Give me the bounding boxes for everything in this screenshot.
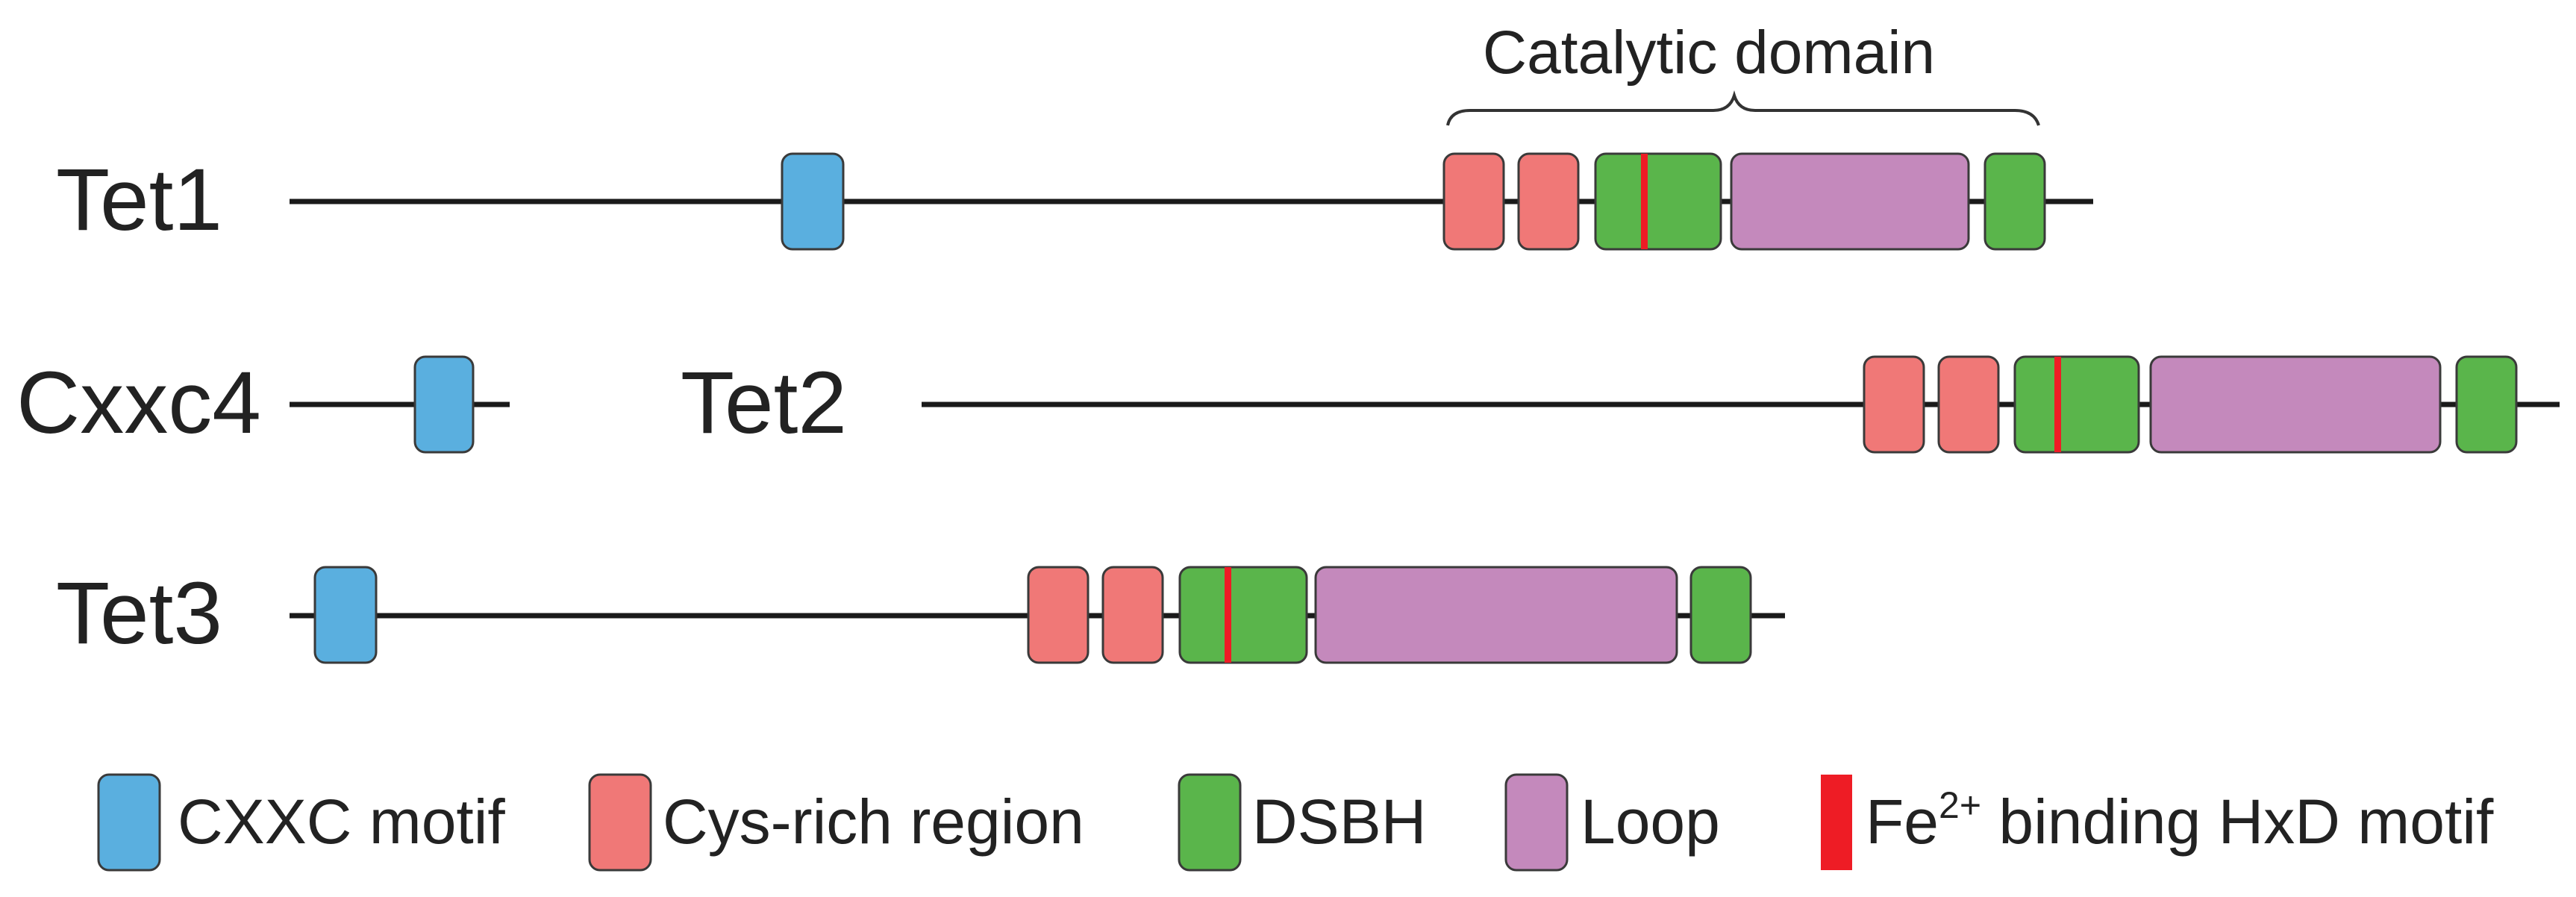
legend: CXXC motif Cys-rich region DSBH Loop Fe2… [97, 773, 2494, 872]
fe-binding-motif [1641, 154, 1648, 249]
dsbh-domain [1594, 152, 1722, 251]
legend-item-cys: Cys-rich region [588, 773, 1084, 872]
dsbh-domain [2455, 355, 2518, 454]
legend-swatch [588, 773, 652, 872]
fe-motif-text: binding HxD motif [1981, 787, 2494, 857]
legend-swatch [1504, 773, 1569, 872]
loop-domain [2149, 355, 2442, 454]
legend-label: DSBH [1252, 787, 1426, 857]
dsbh-domain [1178, 566, 1308, 664]
fe-binding-motif [1225, 567, 1231, 663]
dsbh-domain [2013, 355, 2140, 454]
legend-label: Fe2+ binding HxD motif [1866, 784, 2494, 857]
legend-swatch [1821, 775, 1852, 870]
catalytic-domain-label: Catalytic domain [1483, 19, 1935, 87]
dsbh-domain [1689, 566, 1752, 664]
loop-domain [1314, 566, 1678, 664]
protein-row-tet1: Tet1 [56, 151, 2093, 251]
cys-rich-domain [1027, 566, 1090, 664]
cys-rich-domain [1517, 152, 1580, 251]
legend-label: Loop [1581, 787, 1720, 857]
legend-label: Cys-rich region [663, 787, 1084, 857]
protein-row-cxxc4: Cxxc4 [16, 354, 510, 454]
cxxc-motif-domain [781, 152, 845, 251]
loop-domain [1730, 152, 1970, 251]
protein-label-cxxc4: Cxxc4 [16, 354, 261, 452]
cxxc-motif-domain [313, 566, 378, 664]
legend-item-loop: Loop [1504, 773, 1720, 872]
legend-swatch [1178, 773, 1242, 872]
fe-binding-motif [2054, 357, 2061, 452]
protein-row-tet3: Tet3 [56, 564, 1785, 664]
cxxc-motif-domain [413, 355, 475, 454]
protein-label-tet3: Tet3 [56, 564, 222, 663]
catalytic-domain-bracket: Catalytic domain [1446, 19, 2040, 126]
dsbh-domain [1983, 152, 2046, 251]
cys-rich-domain [1937, 355, 2000, 454]
protein-label-tet1: Tet1 [56, 151, 222, 249]
legend-item-fe: Fe2+ binding HxD motif [1821, 775, 2494, 870]
bracket-line [1446, 90, 2040, 126]
cys-rich-domain [1442, 152, 1505, 251]
protein-label-tet2: Tet2 [681, 354, 847, 452]
legend-item-dsbh: DSBH [1178, 773, 1426, 872]
legend-swatch [97, 773, 161, 872]
cys-rich-domain [1101, 566, 1164, 664]
legend-item-cxxc: CXXC motif [97, 773, 505, 872]
fe-charge-superscript: 2+ [1939, 784, 1981, 826]
legend-label: CXXC motif [178, 787, 505, 857]
fe-symbol: Fe [1866, 787, 1939, 857]
cys-rich-domain [1863, 355, 1925, 454]
protein-row-tet2: Tet2 [681, 354, 2560, 454]
